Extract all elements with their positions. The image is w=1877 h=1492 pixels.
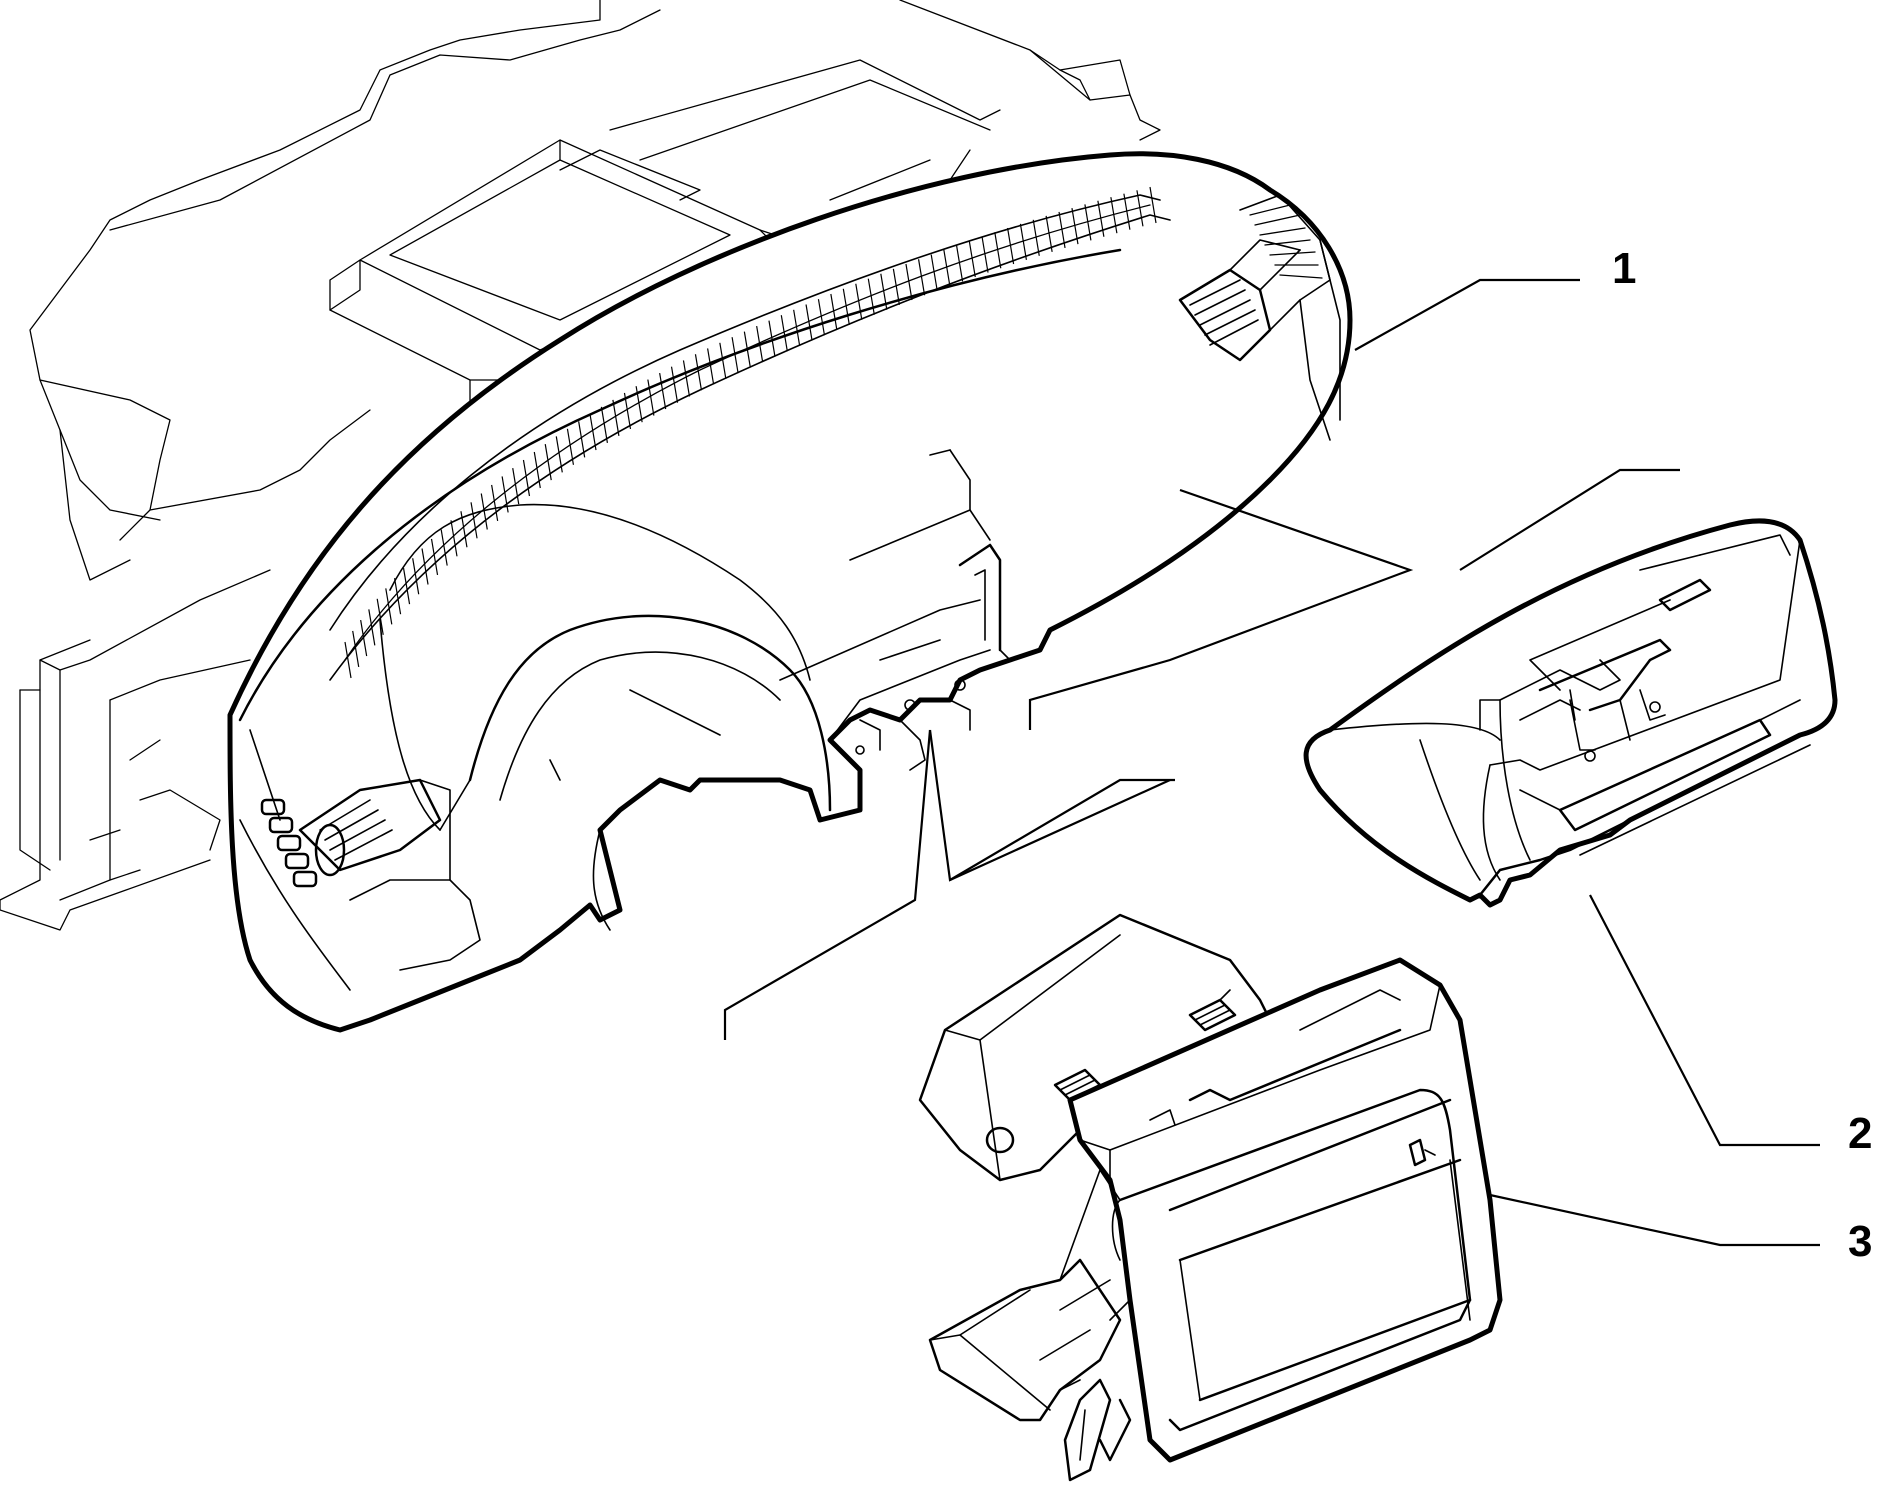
- grille-slat: [360, 619, 368, 657]
- grille-slat: [719, 342, 727, 379]
- grille-slat: [344, 641, 352, 679]
- grille-slat: [780, 315, 788, 352]
- grille-slat: [393, 578, 402, 615]
- grille-slat: [555, 436, 563, 473]
- grille-slat: [491, 484, 499, 522]
- grille-slat: [994, 232, 1002, 269]
- grille-slat: [1006, 227, 1015, 265]
- leader-line-2: [1589, 894, 1820, 1147]
- grille-slat: [421, 548, 429, 585]
- grille-slat: [805, 304, 813, 341]
- grille-slat: [1149, 186, 1157, 224]
- grille-slat: [589, 413, 597, 451]
- callout-leaders: [1354, 278, 1820, 1247]
- callout-label-3: 3: [1848, 1217, 1872, 1266]
- grille-slat: [955, 245, 964, 282]
- grille-slat: [917, 259, 926, 296]
- grille-slat: [544, 444, 552, 481]
- right-air-vent: [1178, 239, 1301, 362]
- grille-slat: [1084, 204, 1092, 241]
- grille-slat: [385, 588, 393, 625]
- grille-slat: [694, 354, 703, 391]
- grille-slat: [855, 283, 863, 320]
- glovebox-lid-part-2: [1303, 518, 1838, 908]
- grille-slat: [368, 609, 376, 646]
- grille-slat: [1097, 200, 1105, 237]
- grille-slat: [352, 630, 360, 668]
- grille-slat: [1019, 223, 1027, 260]
- grille-slat: [981, 236, 989, 273]
- grille-slat: [578, 421, 586, 458]
- grille-slat: [600, 406, 608, 443]
- grille-slat: [450, 520, 458, 557]
- grille-slat: [402, 568, 411, 605]
- grille-slat: [1032, 219, 1040, 256]
- grille-slat: [670, 366, 679, 403]
- leader-line-1: [1354, 278, 1580, 351]
- grille-slat: [1045, 215, 1053, 252]
- grille-slat: [1071, 208, 1079, 245]
- grille-slat: [647, 379, 655, 416]
- grille-slat: [905, 263, 913, 301]
- defroster-vent-grille: [344, 186, 1157, 679]
- grille-slat: [968, 240, 976, 278]
- grille-slat: [1058, 211, 1066, 249]
- assembly-reference-lines: [723, 468, 1680, 1040]
- grille-slat: [566, 428, 575, 465]
- grille-slat: [1110, 197, 1118, 234]
- grille-slat: [376, 598, 384, 635]
- grille-slat: [842, 288, 850, 325]
- grille-slat: [412, 558, 420, 595]
- grille-slat: [512, 468, 520, 505]
- glovebox-bin-part-3: [918, 913, 1503, 1482]
- grille-slat: [930, 254, 938, 291]
- grille-slat: [768, 320, 776, 357]
- grille-slat: [682, 360, 691, 397]
- leader-line-3: [1489, 1193, 1820, 1247]
- grille-slat: [470, 502, 478, 539]
- dashboard-panel-part-1: [227, 151, 1353, 1033]
- glovebox-lower-bracket: [928, 1169, 1132, 1482]
- grille-slat: [1123, 193, 1131, 230]
- grille-slat: [793, 309, 801, 346]
- grille-slat: [892, 268, 900, 305]
- grille-slat: [522, 459, 531, 497]
- grille-slat: [612, 399, 620, 436]
- grille-slat: [817, 299, 826, 336]
- callout-label-2: 2: [1848, 1109, 1872, 1158]
- grille-slat: [1136, 190, 1144, 227]
- callout-label-1: 1: [1612, 244, 1636, 293]
- grille-slat: [430, 538, 439, 576]
- grille-slat: [533, 451, 541, 489]
- left-air-vent: [298, 778, 451, 881]
- grille-slat: [440, 529, 448, 566]
- hinge-right: [1188, 989, 1237, 1032]
- grille-slat: [731, 337, 739, 374]
- grille-slat: [943, 249, 951, 287]
- grille-slat: [480, 493, 488, 530]
- right-side-vent-grille: [1239, 194, 1331, 301]
- grille-slat: [707, 348, 715, 385]
- grille-slat: [830, 293, 838, 331]
- lid-latch-bracket: [1538, 638, 1672, 762]
- grille-slat: [659, 372, 667, 410]
